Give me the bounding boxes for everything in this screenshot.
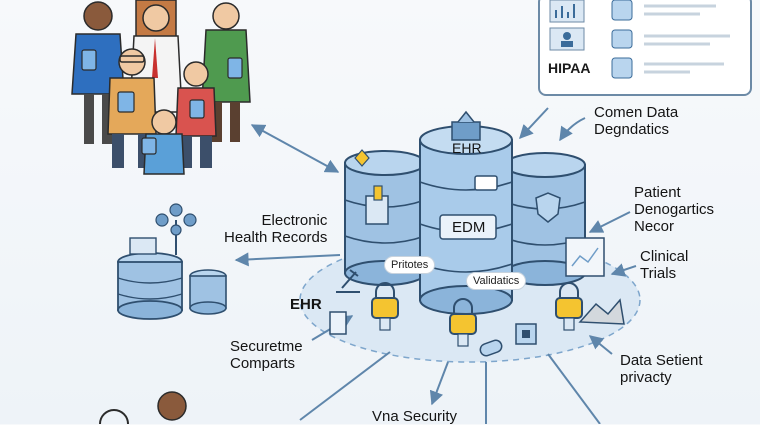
arrow-patient: [588, 211, 631, 233]
pill-capsule-icon: [479, 339, 503, 357]
arrow-clinical: [610, 263, 637, 277]
person-icon: [201, 2, 251, 142]
patient-group-illustration: [71, 0, 251, 175]
compliance-dashboard-panel: HIPAA: [538, 0, 752, 96]
hipaa-label: HIPAA: [548, 60, 591, 76]
electronic-health-records-label: Electronic Health Records: [224, 212, 328, 246]
edm-label: EDM: [452, 219, 486, 236]
checklist-icon: [611, 0, 730, 79]
arrow-common-data: [559, 117, 586, 142]
secondary-database-icon: [117, 237, 227, 320]
network-tree-icon: [155, 203, 197, 255]
arrow-privacy: [588, 335, 613, 355]
qr-code-icon: [515, 323, 537, 345]
dashboard-widgets: [549, 0, 730, 79]
microscope-icon: [336, 269, 360, 293]
secure-compartments-label: Securetme Comparts: [230, 338, 303, 372]
arrow-down-left: [299, 351, 391, 421]
mountain-chart-icon: [578, 298, 625, 325]
arrow-ehr-records: [234, 252, 341, 267]
arrow-vna: [429, 361, 449, 406]
ehr-top-label: EHR: [452, 140, 482, 156]
common-data-label: Comen Data Degndatics: [594, 104, 679, 138]
arrow-down-right: [547, 353, 601, 424]
ruler-icon: [329, 311, 347, 335]
document-icon: [365, 185, 389, 225]
patient-demographics-label: Patient Denogartics Necor: [634, 184, 715, 235]
padlock-icon-center: [449, 298, 477, 347]
plant-top-icon: [354, 149, 370, 167]
arrow-panel: [519, 107, 549, 140]
chart-icon: [549, 0, 585, 23]
arrow-people-to-db: [250, 124, 340, 173]
ehr-left-label: EHR: [290, 296, 322, 313]
person-icon: [99, 391, 187, 424]
edm-label-box: [439, 214, 497, 240]
data-patient-privacy-label: Data Setient privacty: [620, 352, 703, 386]
connector-arrows: [234, 107, 637, 424]
clinical-chart-icon: [565, 237, 605, 277]
shield-icon: [535, 192, 561, 223]
clinical-trials-label: Clinical Trials: [640, 248, 689, 282]
monitor-icon: [474, 175, 498, 191]
priorities-pill: Pritotes: [384, 256, 436, 274]
vna-security-label: Vna Security: [372, 408, 458, 425]
validatics-pill: Validatics: [466, 272, 527, 290]
padlock-icon-right: [555, 282, 583, 331]
folder-icon: [451, 110, 481, 141]
tablet-icon: [81, 49, 243, 155]
padlock-icon-left: [371, 282, 399, 331]
